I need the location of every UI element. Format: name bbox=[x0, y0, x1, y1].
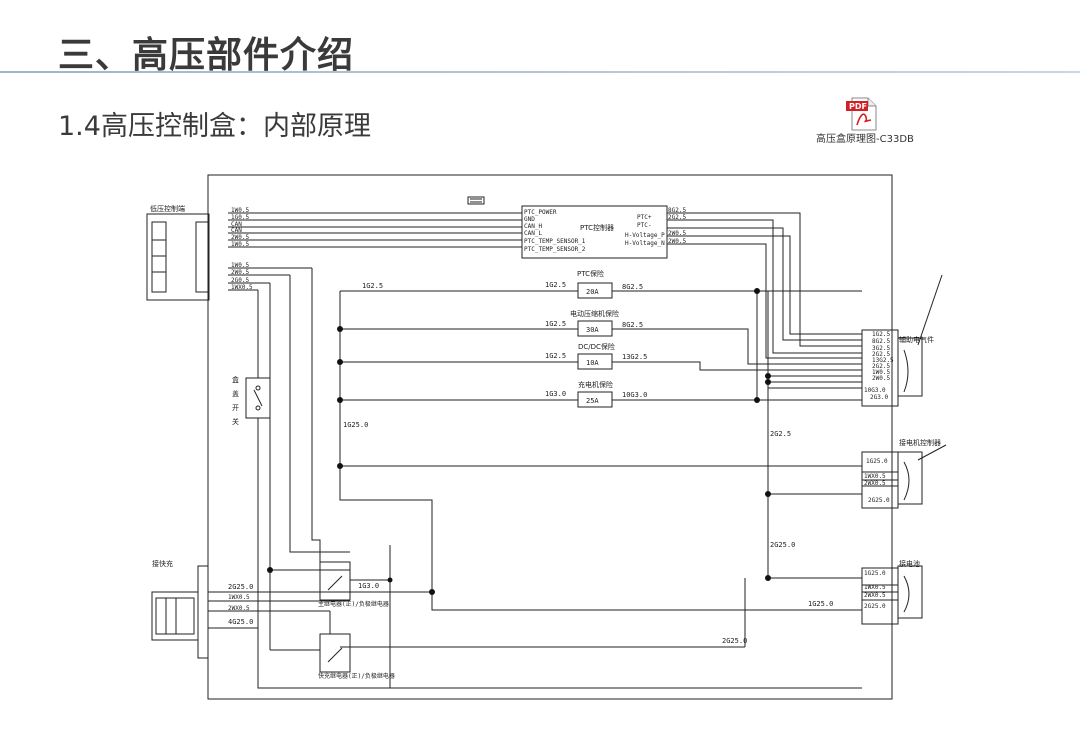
charger-pin-label: 1WX0.5 bbox=[228, 594, 250, 601]
fuse-wire-in: 1G3.0 bbox=[545, 390, 566, 398]
battery-connector bbox=[897, 565, 923, 619]
charger-pin-label: 2G25.0 bbox=[228, 583, 253, 591]
pdf-caption[interactable]: 高压盒原理图-C33DB bbox=[816, 134, 914, 145]
ptc-left-pin: PTC_POWER bbox=[524, 209, 557, 216]
battery-connector-label: 接电池 bbox=[899, 559, 920, 568]
aux-pin-label: 2G2.5 bbox=[872, 351, 890, 358]
aux-connector-label: 辅助电气件 bbox=[899, 335, 934, 344]
aux-pin-label: 10G3.0 bbox=[864, 387, 886, 394]
ptc-right-pin: PTC+ bbox=[637, 214, 652, 221]
wire-label: 1G3.0 bbox=[358, 582, 379, 590]
aux-pin-label: 2G2.5 bbox=[872, 363, 890, 370]
charger-connector bbox=[197, 565, 209, 659]
aux-pin-label: 2G3.0 bbox=[870, 394, 888, 401]
ptc-left-pin: GND bbox=[524, 216, 535, 223]
main-relay bbox=[319, 561, 351, 601]
ptc-right-pin: PTC- bbox=[637, 222, 651, 229]
ptc-left-pin: PTC_TEMP_SENSOR_2 bbox=[524, 246, 586, 253]
lv-pin-label: 1WX0.5 bbox=[231, 284, 253, 291]
ptc-out-label: 2G2.5 bbox=[668, 214, 686, 221]
fuse-rating: 10A bbox=[586, 359, 599, 367]
ptc-left-pin: CAN_L bbox=[524, 230, 542, 237]
ptc-out-label: 8G2.5 bbox=[668, 207, 686, 214]
fuse-wire-in: 1G2.5 bbox=[545, 320, 566, 328]
pdf-file-icon[interactable]: PDF bbox=[845, 97, 879, 131]
lv-pin-label: CAN bbox=[231, 227, 242, 234]
fuse-rating: 20A bbox=[586, 288, 599, 296]
ptc-controller bbox=[521, 205, 668, 259]
slide-title: 三、高压部件介绍 bbox=[58, 35, 355, 76]
fuse-name: 充电机保险 bbox=[578, 380, 613, 389]
motor-pin-label: 2G25.0 bbox=[868, 497, 890, 504]
motor-connector bbox=[897, 451, 923, 505]
fuse-wire-out: 13G2.5 bbox=[622, 353, 647, 361]
box-switch-char: 关 bbox=[232, 417, 239, 426]
wire-label: 2G25.0 bbox=[722, 637, 747, 645]
fuse-rating: 25A bbox=[586, 397, 599, 405]
box-switch-char: 盖 bbox=[232, 389, 239, 398]
battery-pin-label: 1G25.0 bbox=[864, 570, 886, 577]
charger-connector-label: 接快充 bbox=[152, 559, 173, 568]
ptc-right-pin: H-Voltage_N bbox=[625, 240, 665, 247]
fuse-wire-in: 1G2.5 bbox=[545, 352, 566, 360]
lv-pin-label: 1W0.5 bbox=[231, 241, 249, 248]
fuse-wire-in: 1G2.5 bbox=[545, 281, 566, 289]
title-divider bbox=[0, 71, 1080, 73]
slide-subtitle: 1.4高压控制盒：内部原理 bbox=[58, 111, 371, 142]
aux-connector bbox=[897, 337, 923, 397]
wire-label: 2G2.5 bbox=[770, 430, 791, 438]
aux-pin-label: 3G2.5 bbox=[872, 345, 890, 352]
battery-pin-label: 2WX0.5 bbox=[864, 592, 886, 599]
aux-pin-label: 1G2.5 bbox=[872, 331, 890, 338]
wire-label: 2G25.0 bbox=[770, 541, 795, 549]
motor-pin-label: 1G25.0 bbox=[866, 458, 888, 465]
fuse-name: PTC保险 bbox=[577, 269, 604, 278]
lv-connector-label: 低压控制端 bbox=[150, 204, 185, 213]
fuse-wire-out: 8G2.5 bbox=[622, 283, 643, 291]
wire-label: 1G25.0 bbox=[343, 421, 368, 429]
wire-label: 1G2.5 bbox=[362, 282, 383, 290]
lv-connector bbox=[146, 213, 210, 301]
fuse-name: DC/DC保险 bbox=[578, 342, 615, 351]
pdf-badge-text: PDF bbox=[849, 102, 867, 111]
control-box-outline bbox=[207, 174, 893, 700]
lv-pin-label: 2W0.5 bbox=[231, 234, 249, 241]
fuse-wire-out: 10G3.0 bbox=[622, 391, 647, 399]
lv-pin-label: 1W0.5 bbox=[231, 207, 249, 214]
motor-pin-label: 2WX0.5 bbox=[864, 480, 886, 487]
fuse-rating: 30A bbox=[586, 326, 599, 334]
lv-pin-label: 1G0.5 bbox=[231, 214, 249, 221]
wire-label: 1G25.0 bbox=[808, 600, 833, 608]
charger-pin-label: 4G25.0 bbox=[228, 618, 253, 626]
ptc-out-label: 2W0.5 bbox=[668, 230, 686, 237]
box-switch-char: 开 bbox=[232, 404, 239, 412]
ptc-right-pin: H-Voltage_P bbox=[625, 232, 665, 239]
ptc-out-label: 2W0.5 bbox=[668, 238, 686, 245]
aux-pin-label: 2W0.5 bbox=[872, 375, 890, 382]
ptc-controller-name: PTC控制器 bbox=[580, 223, 614, 232]
charge-relay bbox=[319, 633, 351, 673]
charge-relay-caption: 快充继电器(正)/负极继电器 bbox=[318, 672, 395, 680]
lv-pin-label: 2G0.5 bbox=[231, 277, 249, 284]
main-relay-caption: 主继电器(正)/负极继电器 bbox=[318, 600, 389, 608]
lv-pin-label: 1W0.5 bbox=[231, 262, 249, 269]
charger-pin-label: 2WX0.5 bbox=[228, 605, 250, 612]
lv-pin-label: CAN bbox=[231, 221, 242, 228]
motor-connector-label: 接电机控制器 bbox=[899, 438, 941, 447]
box-switch-char: 盒 bbox=[232, 375, 239, 384]
aux-pin-label: 13G2.5 bbox=[872, 357, 894, 364]
battery-pin-label: 1WX0.5 bbox=[864, 584, 886, 591]
ptc-left-pin: CAN_H bbox=[524, 223, 542, 230]
aux-pin-label: 8G2.5 bbox=[872, 338, 890, 345]
aux-pin-label: 1W0.5 bbox=[872, 369, 890, 376]
ptc-left-pin: PTC_TEMP_SENSOR_1 bbox=[524, 238, 586, 245]
box-lid-switch bbox=[245, 377, 271, 419]
fuse-name: 电动压缩机保险 bbox=[570, 309, 619, 318]
battery-pin-label: 2G25.0 bbox=[864, 603, 886, 610]
motor-pin-label: 1WX0.5 bbox=[864, 473, 886, 480]
lv-pin-label: 2W0.5 bbox=[231, 269, 249, 276]
fuse-wire-out: 8G2.5 bbox=[622, 321, 643, 329]
